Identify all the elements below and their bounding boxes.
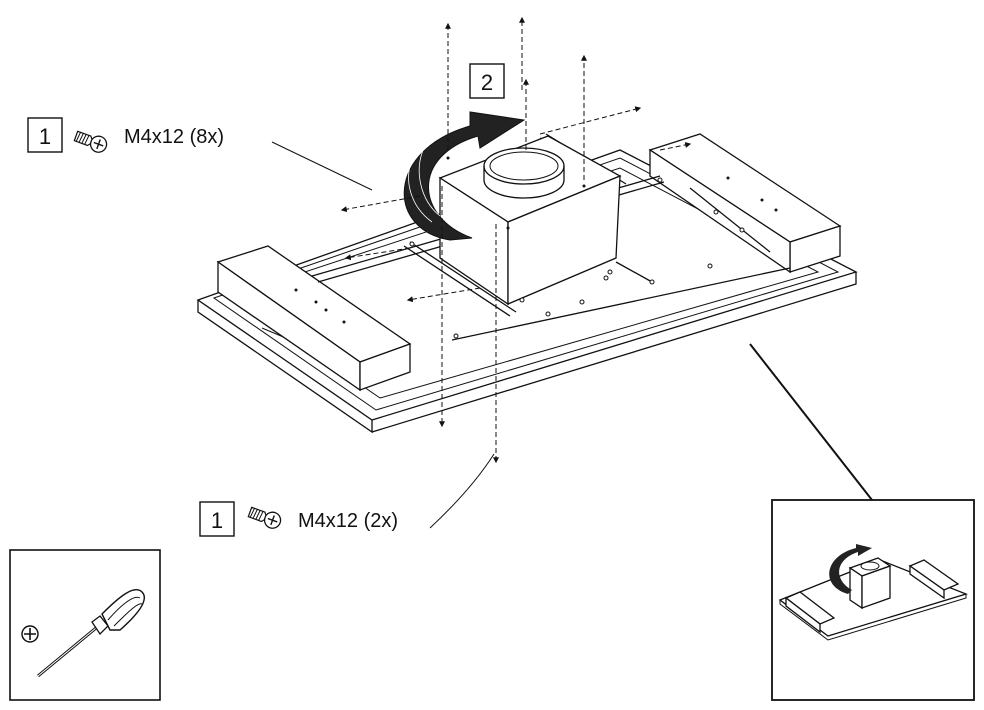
screw-removal-arrows (340, 16, 692, 464)
step-number: 1 (211, 508, 223, 533)
callout-screws-8x: 1 M4x12 (8x) (27, 117, 224, 156)
step-2-callout: 2 (469, 63, 505, 99)
leader-lines (271, 141, 873, 529)
screwdriver-icon (37, 589, 145, 678)
right-side-box (648, 133, 842, 274)
step-number: 1 (39, 124, 51, 149)
left-side-box (216, 245, 412, 392)
step-1-box (27, 117, 63, 153)
motor-housing (438, 135, 622, 306)
cross-head-icon (21, 625, 39, 643)
screw-icon (72, 127, 110, 156)
screw-spec: M4x12 (2x) (298, 510, 398, 532)
screw-icon (246, 503, 284, 532)
tool-panel (9, 549, 161, 701)
callout-screws-2x: 1 M4x12 (2x) (199, 501, 398, 537)
step-number: 2 (481, 70, 493, 95)
overview-inset (771, 499, 975, 701)
step-1-box (199, 501, 235, 537)
rotate-arrow-icon (403, 111, 526, 241)
step-2-box (469, 63, 505, 99)
screw-spec: M4x12 (8x) (124, 126, 224, 148)
